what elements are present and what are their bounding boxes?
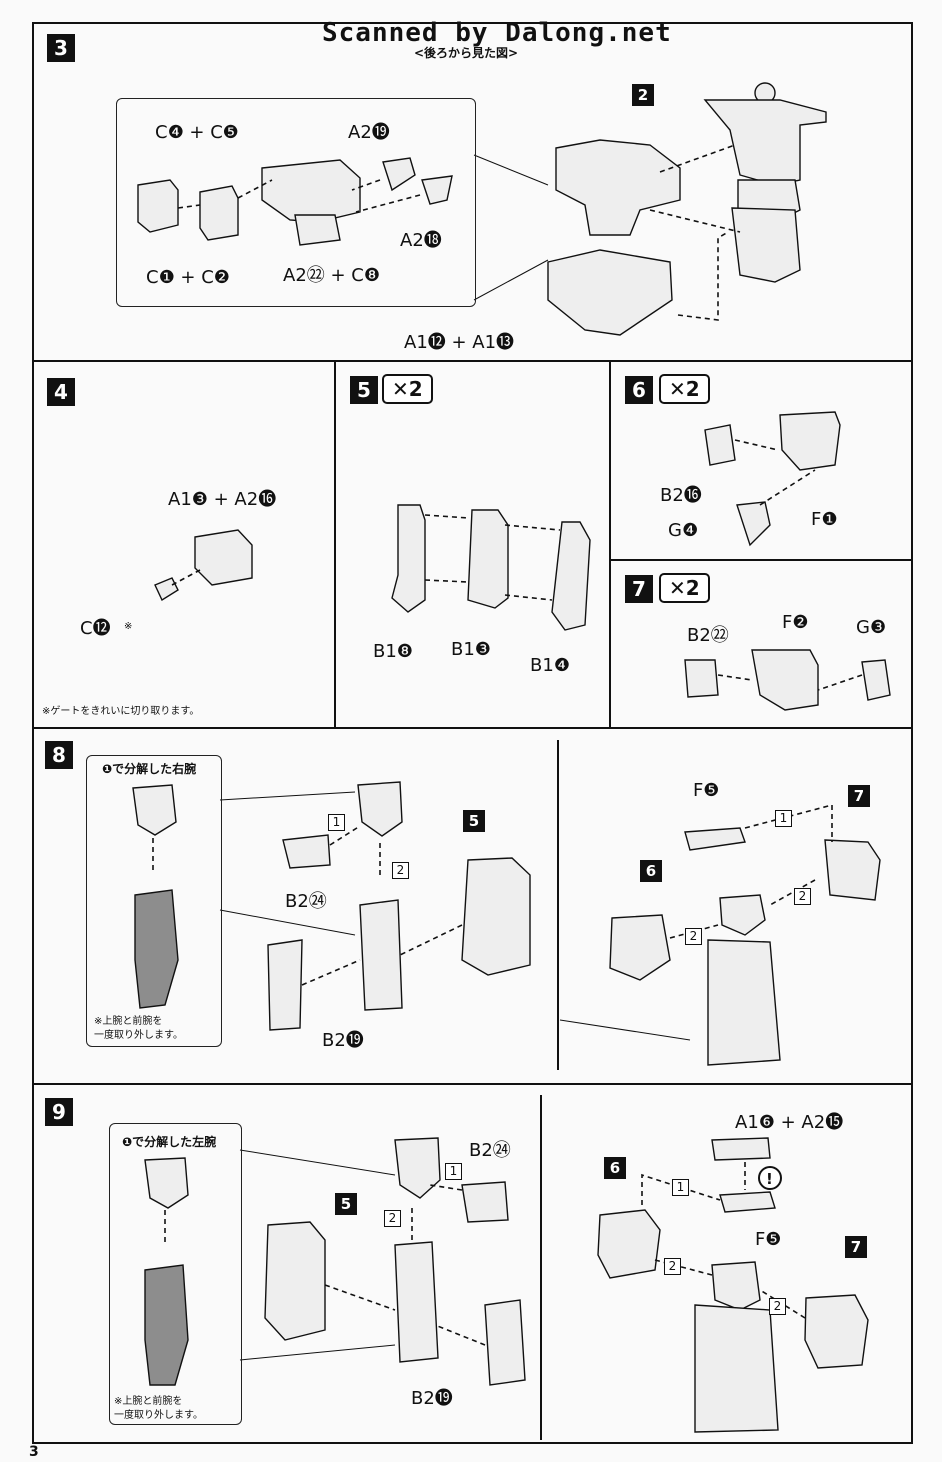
divider [609,559,913,561]
order-mark: 2 [392,862,409,879]
gate-mark: ※ [124,621,133,632]
step7-parts [684,649,891,711]
divider [32,1083,913,1085]
part-label: B2㉒ [687,625,729,646]
part-label: C⓬ [80,618,111,639]
order-mark: 2 [685,928,702,945]
box-note: ※上腕と前腕を 一度取り外します。 [114,1396,203,1421]
divider [334,360,336,728]
box-note: ※上腕と前腕を 一度取り外します。 [94,1016,183,1041]
subassembly-callout: 6 [640,860,662,882]
divider [557,740,559,1070]
part-label: G❹ [668,520,699,541]
order-mark: 2 [794,888,811,905]
part-label: A2㉒ + C❽ [283,265,380,286]
svg-text:!: ! [766,1170,773,1188]
order-mark: 1 [775,810,792,827]
divider [609,360,611,728]
step3-inset-box [116,98,476,307]
order-mark: 2 [769,1298,786,1315]
part-label: F❺ [693,780,720,801]
step-number: 6 [625,376,653,404]
subassembly-callout: 7 [845,1236,867,1258]
part-label: B2㉔ [469,1140,511,1161]
step9-right-parts: ! [597,1137,869,1433]
part-label: C❶ + C❷ [146,267,230,288]
order-mark: 1 [672,1179,689,1196]
repeat-count: ✕2 [659,374,710,404]
disassembled-arm-box [86,755,222,1047]
box-caption: ❶で分解した右腕 [102,762,197,776]
part-label: F❺ [755,1229,782,1250]
part-label: B2⓰ [660,485,702,506]
step-number: 9 [45,1098,73,1126]
page-frame [32,22,913,1444]
step9-left-parts [144,1137,526,1386]
divider [32,360,913,362]
step8-left-parts [132,781,531,1031]
step3-main-parts [547,82,827,336]
step-number: 3 [47,34,75,62]
part-label: F❷ [782,612,809,633]
part-label: A2⓲ [400,230,442,251]
subassembly-callout: 6 [604,1157,626,1179]
divider [32,727,913,729]
part-label: A1⓬ + A1⓭ [404,332,515,353]
page-number: 3 [29,1444,39,1460]
subassembly-callout: 5 [463,810,485,832]
part-label: A1❻ + A2⓯ [735,1112,844,1133]
step4-parts [154,529,253,602]
part-label: G❸ [856,617,887,638]
box-caption: ❶で分解した左腕 [122,1135,217,1149]
order-mark: 1 [445,1163,462,1180]
step-number: 8 [45,741,73,769]
step6-parts [704,411,841,547]
order-mark: 1 [328,814,345,831]
step-number: 4 [47,378,75,406]
part-label: F❶ [811,509,838,530]
part-label: A1❸ + A2⓰ [168,489,277,510]
part-label: C❹ + C❺ [155,122,239,143]
part-label: B2⓳ [322,1030,364,1051]
divider [540,1095,542,1440]
part-label: A2⓳ [348,122,390,143]
order-mark: 2 [384,1210,401,1227]
step-number: 5 [350,376,378,404]
back-view-note: <後ろから見た図> [414,46,519,60]
part-label: B2⓳ [411,1388,453,1409]
subassembly-callout: 2 [632,84,654,106]
step3-inset-parts [137,157,453,246]
subassembly-callout: 7 [848,785,870,807]
part-label: B1❽ [373,641,413,662]
repeat-count: ✕2 [659,573,710,603]
step8-right-parts [559,803,881,1066]
part-label: B2㉔ [285,891,327,912]
subassembly-callout: 5 [335,1193,357,1215]
disassembled-arm-box [109,1123,242,1425]
part-label: B1❸ [451,639,491,660]
part-label: B1❹ [530,655,570,676]
step-number: 7 [625,575,653,603]
order-mark: 2 [664,1258,681,1275]
step5-parts [391,504,591,631]
gate-note: ※ゲートをきれいに切り取ります。 [42,706,200,717]
repeat-count: ✕2 [382,374,433,404]
